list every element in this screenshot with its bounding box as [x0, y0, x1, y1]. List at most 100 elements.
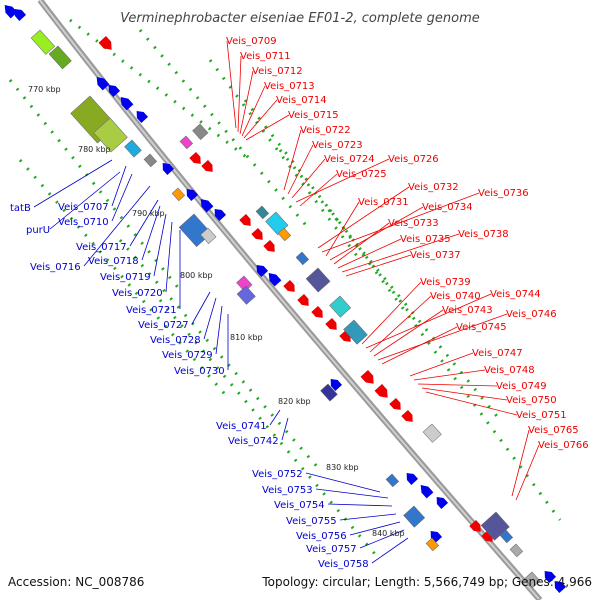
minus-gene-block-8: [200, 227, 217, 244]
minus-label-19: Veis_0755: [286, 516, 337, 527]
plus-label-10: Veis_0725: [336, 169, 387, 180]
plus-gene-block-8: [343, 319, 368, 345]
plus-leader-1: [237, 55, 242, 133]
plus-leader-5: [245, 114, 290, 141]
plus-label-28: Veis_0750: [506, 395, 557, 406]
kbp-label-3: 800 kbp: [180, 271, 213, 280]
minus-leader-16: [305, 472, 381, 493]
tick-line-6: [8, 79, 182, 291]
plus-label-24: Veis_0745: [456, 322, 507, 333]
minus-leader-12: [215, 305, 223, 355]
plus-gene-block-1: [179, 135, 194, 150]
minus-label-0: tatB: [10, 203, 31, 214]
kbp-label-6: 830 kbp: [326, 463, 359, 472]
minus-label-22: Veis_0758: [318, 559, 369, 570]
plus-leader-7: [287, 144, 314, 195]
plus-gene-6: [283, 280, 295, 292]
genome-title: Verminephrobacter eiseniae EF01-2, compl…: [120, 11, 479, 26]
plus-leader-12: [321, 192, 480, 253]
minus-gene-block-11: [320, 383, 338, 402]
minus-gene-block-7: [178, 213, 212, 248]
plus-label-4: Veis_0714: [276, 95, 327, 106]
plus-gene-block-5: [295, 251, 310, 266]
plus-leader-22: [373, 309, 444, 357]
plus-label-14: Veis_0734: [422, 202, 473, 213]
minus-leader-3: [111, 173, 133, 222]
plus-label-21: Veis_0740: [430, 291, 481, 302]
minus-label-13: Veis_0730: [174, 366, 225, 377]
minus-gene-14: [420, 485, 434, 499]
plus-leader-14: [329, 206, 424, 261]
minus-leader-8: [165, 221, 173, 293]
plus-leader-17: [341, 233, 460, 273]
plus-gene-block-6: [305, 267, 331, 293]
plus-gene-14: [401, 410, 413, 422]
kbp-label-2: 790 kbp: [132, 209, 165, 218]
plus-gene-4: [251, 228, 263, 240]
plus-gene-block-11: [499, 529, 514, 544]
minus-gene-block-15: [524, 571, 541, 588]
minus-leader-10: [191, 291, 211, 325]
plus-gene-3: [239, 214, 251, 226]
plus-leader-25: [409, 352, 474, 377]
plus-leader-16: [337, 238, 402, 269]
plus-gene-block-4: [277, 227, 292, 242]
plus-gene-block-12: [509, 543, 524, 558]
minus-label-14: Veis_0741: [216, 421, 267, 432]
kbp-label-1: 780 kbp: [78, 145, 111, 154]
minus-label-18: Veis_0754: [274, 500, 325, 511]
minus-gene-3: [108, 85, 121, 97]
plus-gene-11: [360, 370, 374, 384]
minus-label-20: Veis_0756: [296, 531, 347, 542]
plus-leader-20: [365, 293, 492, 349]
plus-label-11: Veis_0732: [408, 182, 459, 193]
kbp-label-5: 820 kbp: [278, 397, 311, 406]
minus-label-6: Veis_0718: [88, 256, 139, 267]
minus-label-11: Veis_0728: [150, 335, 201, 346]
plus-label-18: Veis_0737: [410, 250, 461, 261]
plus-label-30: Veis_0765: [528, 425, 579, 436]
minus-leader-14: [269, 409, 281, 426]
minus-gene-block-14: [425, 537, 440, 552]
label-leader-lines: [33, 40, 540, 564]
minus-gene-6: [162, 163, 175, 175]
minus-label-16: Veis_0752: [252, 469, 303, 480]
minus-leader-20: [349, 521, 401, 536]
minus-label-12: Veis_0729: [162, 350, 213, 361]
plus-leader-8: [291, 158, 326, 199]
plus-gene-9: [325, 318, 337, 330]
plus-label-13: Veis_0731: [358, 197, 409, 208]
plus-leader-30: [511, 429, 530, 497]
plus-gene-0: [98, 36, 112, 50]
plus-label-29: Veis_0751: [516, 410, 567, 421]
minus-leader-2: [111, 165, 127, 207]
plus-gene-13: [389, 398, 401, 410]
kbp-label-4: 810 kbp: [230, 333, 263, 342]
minus-leader-7: [153, 213, 167, 277]
minus-gene-1: [14, 9, 27, 21]
plus-label-0: Veis_0709: [226, 36, 277, 47]
minus-gene-block-10: [236, 285, 256, 305]
plus-leader-31: [515, 444, 540, 501]
plus-gene-2: [201, 160, 213, 172]
minus-gene-18: [554, 581, 567, 593]
minus-gene-7: [186, 189, 199, 201]
plus-label-25: Veis_0747: [472, 348, 523, 359]
plus-gene-12: [374, 384, 388, 398]
plus-leader-3: [241, 85, 266, 137]
minus-gene-11: [268, 273, 282, 287]
tick-line-8: [118, 239, 322, 471]
minus-gene-15: [436, 497, 449, 509]
plus-leader-29: [425, 391, 518, 416]
minus-label-4: Veis_0716: [30, 262, 81, 273]
plus-leader-6: [283, 129, 302, 191]
minus-leader-1: [49, 171, 121, 230]
minus-label-7: Veis_0719: [100, 272, 151, 283]
minus-gene-13: [406, 473, 419, 485]
plus-label-12: Veis_0736: [478, 188, 529, 199]
minus-leader-18: [327, 503, 393, 507]
minus-gene-8: [200, 199, 214, 213]
plus-gene-1: [189, 152, 201, 164]
plus-leader-26: [413, 369, 486, 381]
